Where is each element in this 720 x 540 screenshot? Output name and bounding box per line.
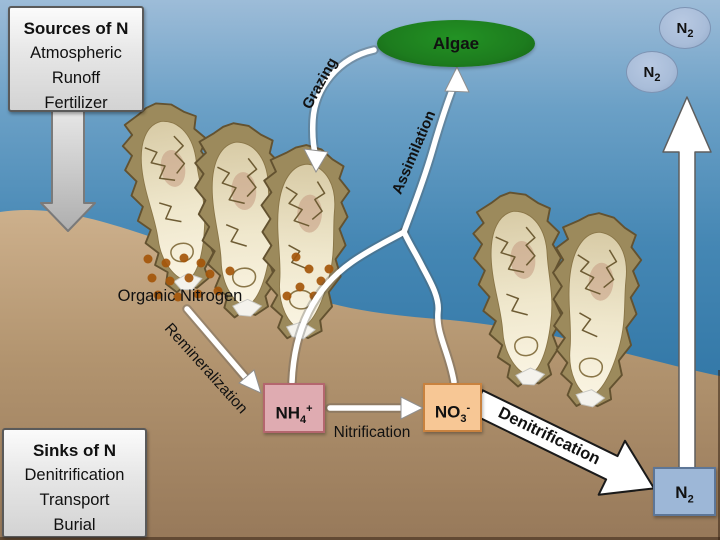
- nitrification-label: Nitrification: [333, 424, 411, 441]
- sources-of-n-box: Sources of N Atmospheric Runoff Fertiliz…: [8, 6, 144, 112]
- nitrate-label: NO: [434, 402, 461, 422]
- n2-label: N: [643, 64, 655, 81]
- n2-bubble: N2: [626, 51, 678, 93]
- n2-sink-node: N2: [653, 467, 716, 516]
- denitrification-arrow: [470, 389, 656, 496]
- sinks-of-n-box: Sinks of N Denitrification Transport Bur…: [2, 428, 147, 538]
- sink-item: Burial: [53, 516, 96, 534]
- source-item: Runoff: [51, 69, 101, 87]
- source-item: Fertilizer: [44, 94, 108, 112]
- assimilation-arrow: [287, 65, 470, 387]
- sinks-heading: Sinks of N: [32, 441, 117, 460]
- algae-label: Algae: [432, 34, 480, 53]
- seafloor: [0, 210, 720, 540]
- sink-item: Transport: [39, 491, 110, 509]
- slide-right-edge: [718, 370, 720, 540]
- sources-input-arrow: [40, 107, 96, 232]
- remineralization-arrow: [182, 304, 262, 394]
- organic-nitrogen-label: Organic Nitrogen: [117, 287, 243, 305]
- nitrification-arrow: [325, 396, 425, 420]
- sources-heading: Sources of N: [23, 19, 129, 38]
- n2-bubble: N2: [659, 7, 711, 49]
- n2-outgassing-arrow: [662, 96, 712, 471]
- organic-particles: [143, 252, 334, 302]
- slide-bottom-edge: [0, 537, 720, 540]
- source-item: Atmospheric: [30, 44, 122, 62]
- n2-label: N: [676, 20, 688, 37]
- n2-label: N: [675, 483, 688, 502]
- sink-item: Denitrification: [24, 466, 125, 484]
- grazing-arrow: [303, 45, 379, 174]
- algae-node: Algae: [377, 20, 535, 67]
- ammonium-node: NH4+: [263, 383, 325, 433]
- nitrate-node: NO3-: [423, 383, 482, 432]
- ammonium-label: NH: [275, 403, 300, 423]
